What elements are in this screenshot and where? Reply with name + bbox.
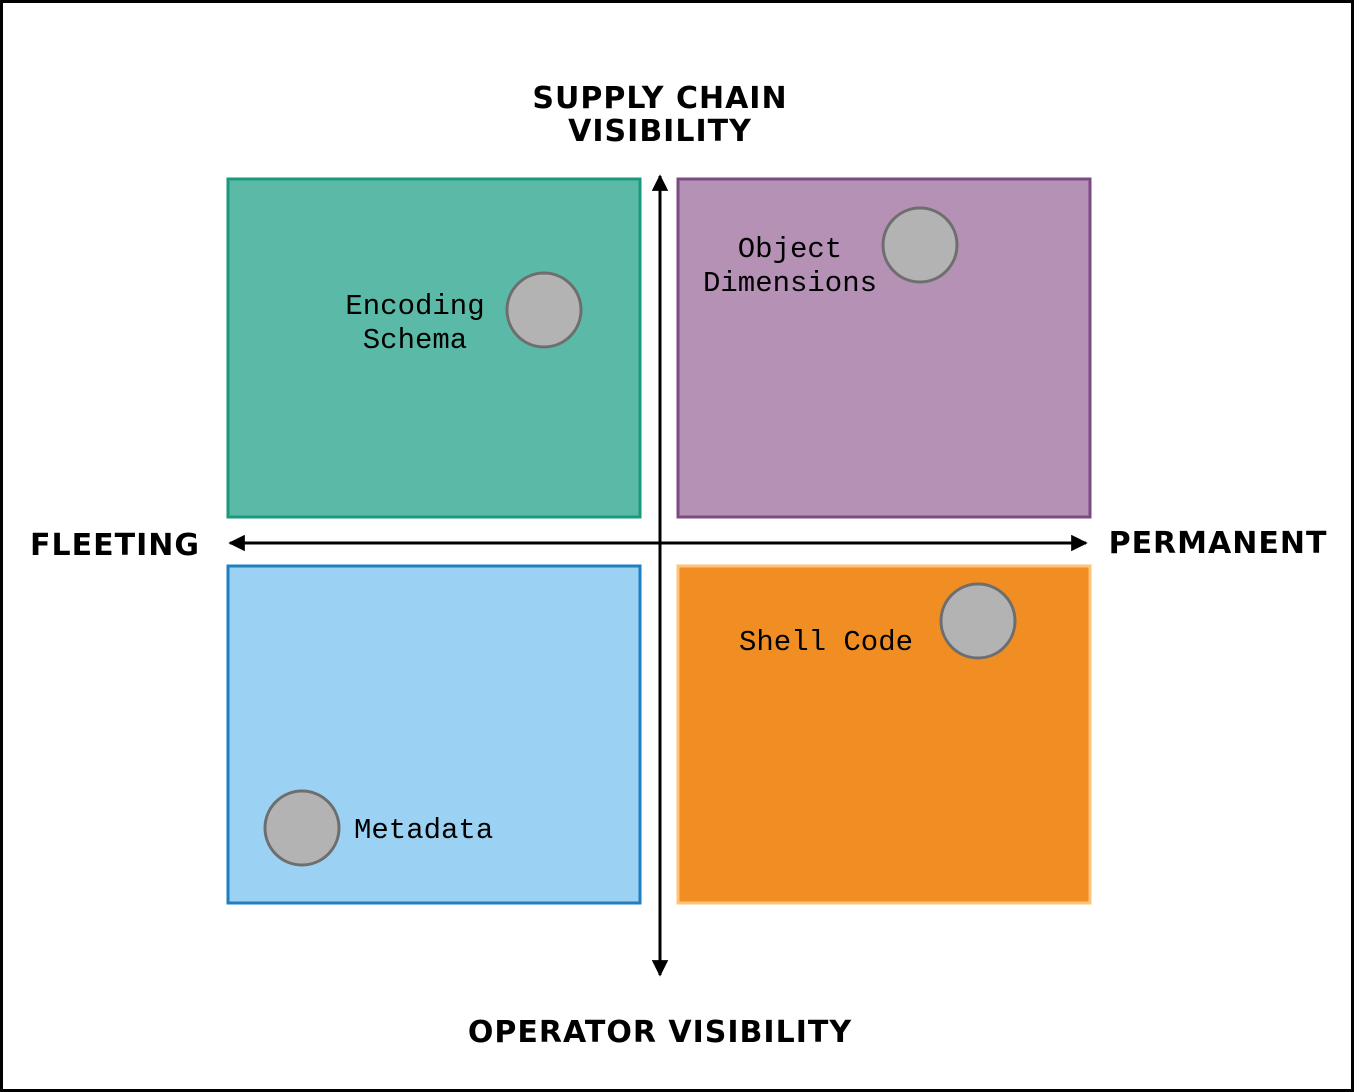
axis-label-top-line-2: VISIBILITY [568, 114, 752, 149]
axis-label-bottom: OPERATOR VISIBILITY [468, 1015, 852, 1050]
label-object-line-1: Object [738, 233, 842, 266]
label-encoding-line-2: Schema [363, 324, 467, 357]
quadrant-bottom-right [676, 564, 1092, 905]
label-object-line-2: Dimensions [703, 267, 877, 300]
axis-label-left: FLEETING [30, 528, 200, 563]
axis-label-top-line-1: SUPPLY CHAIN [532, 81, 787, 116]
quadrant-top-right [676, 177, 1092, 519]
quadrant-top-left [226, 177, 642, 519]
marker-object-dimensions [881, 206, 959, 284]
label-metadata: Metadata [354, 814, 493, 847]
marker-encoding-schema [505, 271, 583, 349]
axis-label-right: PERMANENT [1109, 526, 1328, 561]
marker-metadata [263, 789, 341, 867]
marker-shell-code [939, 582, 1017, 660]
label-encoding-line-1: Encoding [345, 290, 484, 323]
label-shell-code: Shell Code [739, 626, 913, 659]
